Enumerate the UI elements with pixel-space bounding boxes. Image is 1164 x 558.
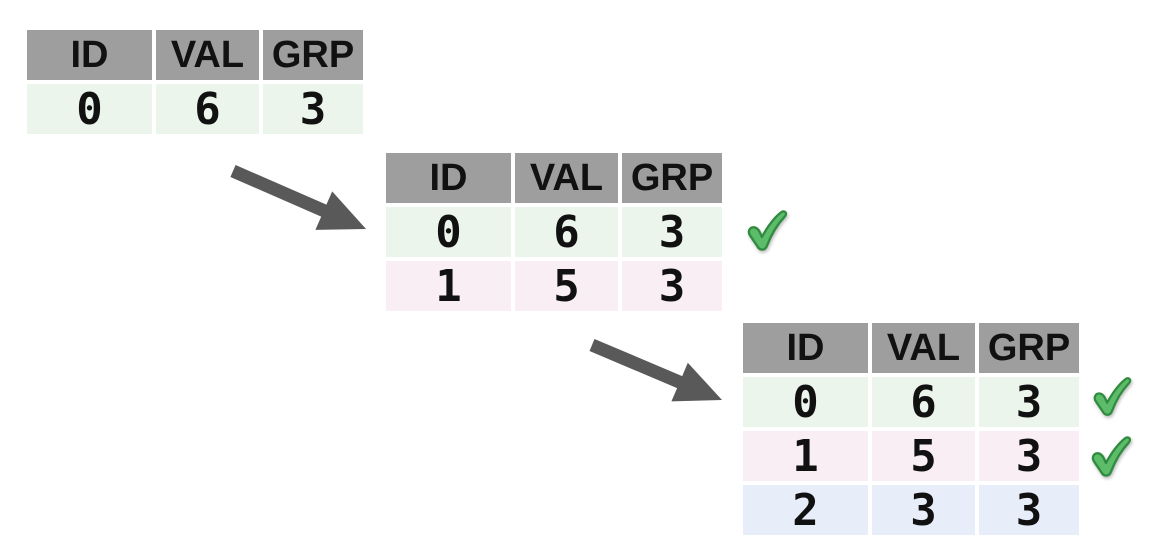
header-cell-grp: GRP <box>622 153 722 203</box>
table-row: 1 5 3 <box>386 261 722 312</box>
table-step-3: ID VAL GRP 0 6 3 1 5 3 2 3 3 <box>743 323 1079 536</box>
check-icon <box>747 210 788 251</box>
table-step-1: ID VAL GRP 0 6 3 <box>27 30 363 135</box>
cell-grp: 3 <box>979 485 1079 536</box>
header-cell-grp: GRP <box>979 323 1079 373</box>
check-icon <box>1093 377 1132 416</box>
cell-grp: 3 <box>622 261 722 312</box>
table-row: 0 6 3 <box>743 377 1079 428</box>
header-cell-grp: GRP <box>263 30 363 80</box>
cell-grp: 3 <box>622 207 722 258</box>
check-icon <box>1091 436 1132 477</box>
table-row: 0 6 3 <box>27 84 363 135</box>
header-cell-id: ID <box>386 153 511 203</box>
cell-grp: 3 <box>979 431 1079 482</box>
cell-val: 6 <box>515 207 618 258</box>
table-row: 2 3 3 <box>743 485 1079 536</box>
header-cell-id: ID <box>743 323 868 373</box>
header-cell-val: VAL <box>156 30 259 80</box>
cell-val: 5 <box>515 261 618 312</box>
header-cell-val: VAL <box>515 153 618 203</box>
cell-val: 6 <box>872 377 975 428</box>
header-row: ID VAL GRP <box>386 153 722 203</box>
header-row: ID VAL GRP <box>743 323 1079 373</box>
cell-val: 5 <box>872 431 975 482</box>
cell-grp: 3 <box>263 84 363 135</box>
cell-grp: 3 <box>979 377 1079 428</box>
cell-id: 0 <box>386 207 511 258</box>
cell-id: 1 <box>386 261 511 312</box>
header-cell-id: ID <box>27 30 152 80</box>
cell-id: 0 <box>27 84 152 135</box>
cell-id: 0 <box>743 377 868 428</box>
cell-id: 2 <box>743 485 868 536</box>
header-cell-val: VAL <box>872 323 975 373</box>
cell-id: 1 <box>743 431 868 482</box>
table-row: 0 6 3 <box>386 207 722 258</box>
cell-val: 6 <box>156 84 259 135</box>
table-row: 1 5 3 <box>743 431 1079 482</box>
header-row: ID VAL GRP <box>27 30 363 80</box>
cell-val: 3 <box>872 485 975 536</box>
arrow-icon <box>230 165 366 230</box>
arrow-icon <box>589 339 722 402</box>
table-step-2: ID VAL GRP 0 6 3 1 5 3 <box>386 153 722 312</box>
